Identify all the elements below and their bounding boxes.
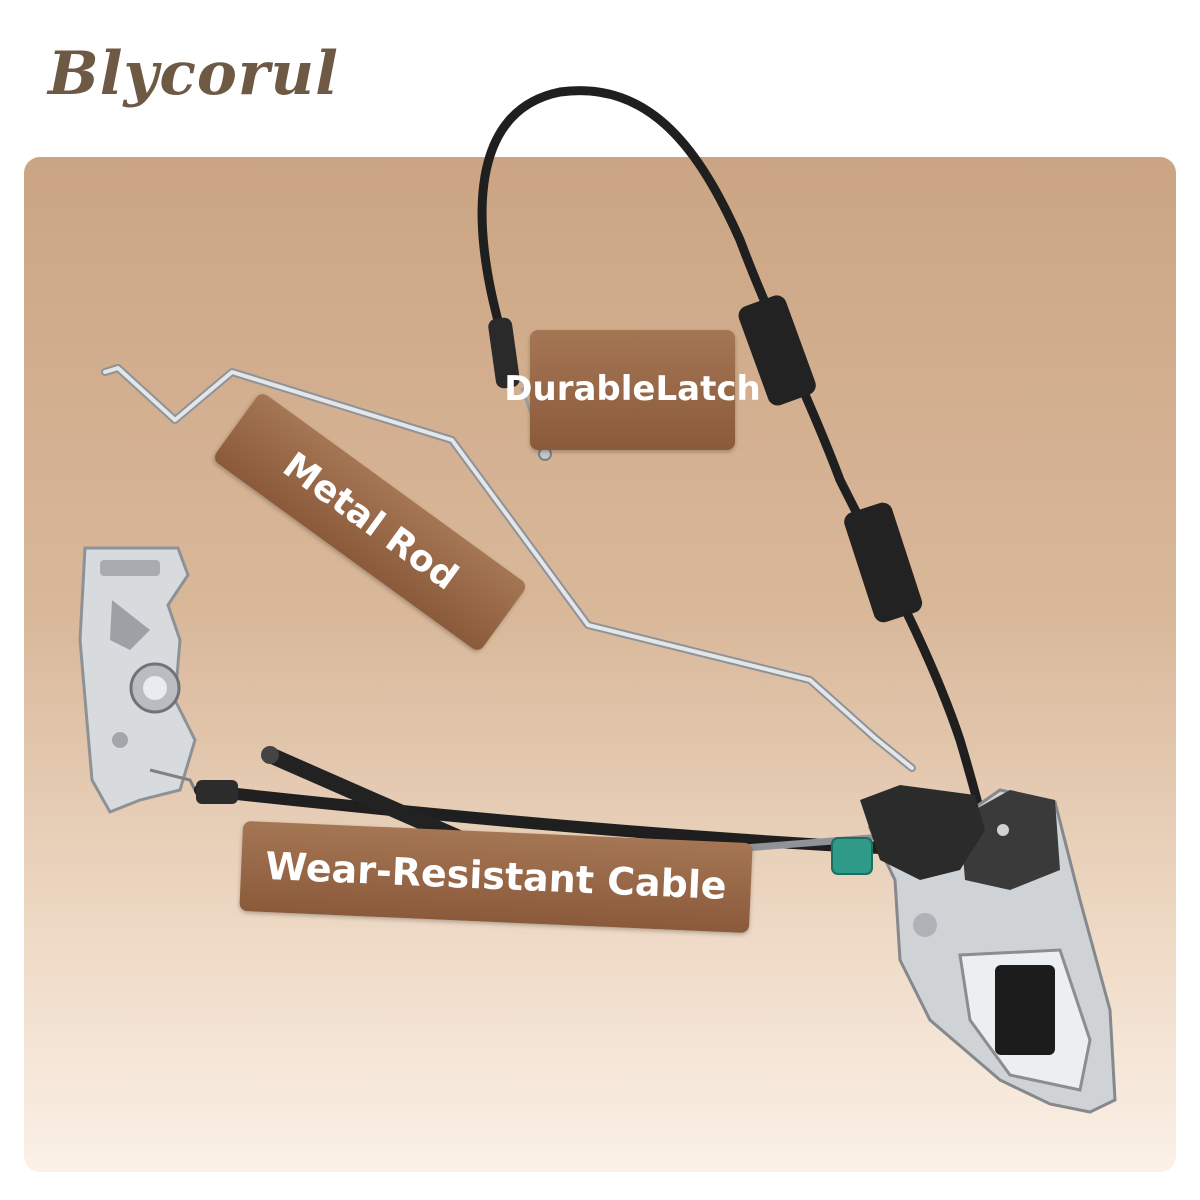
cable-label-text: Wear-Resistant Cable (264, 844, 728, 909)
brand-logo: Blycorul (48, 39, 339, 109)
latch-label-line1: Durable (504, 369, 656, 410)
left-latch-part (78, 546, 202, 814)
metal-rod-part (101, 364, 916, 772)
clip-icon (831, 837, 873, 875)
durable-latch-label: Durable Latch (504, 330, 761, 450)
latch-label-line2: Latch (655, 369, 761, 410)
top-cable-part (477, 86, 995, 855)
